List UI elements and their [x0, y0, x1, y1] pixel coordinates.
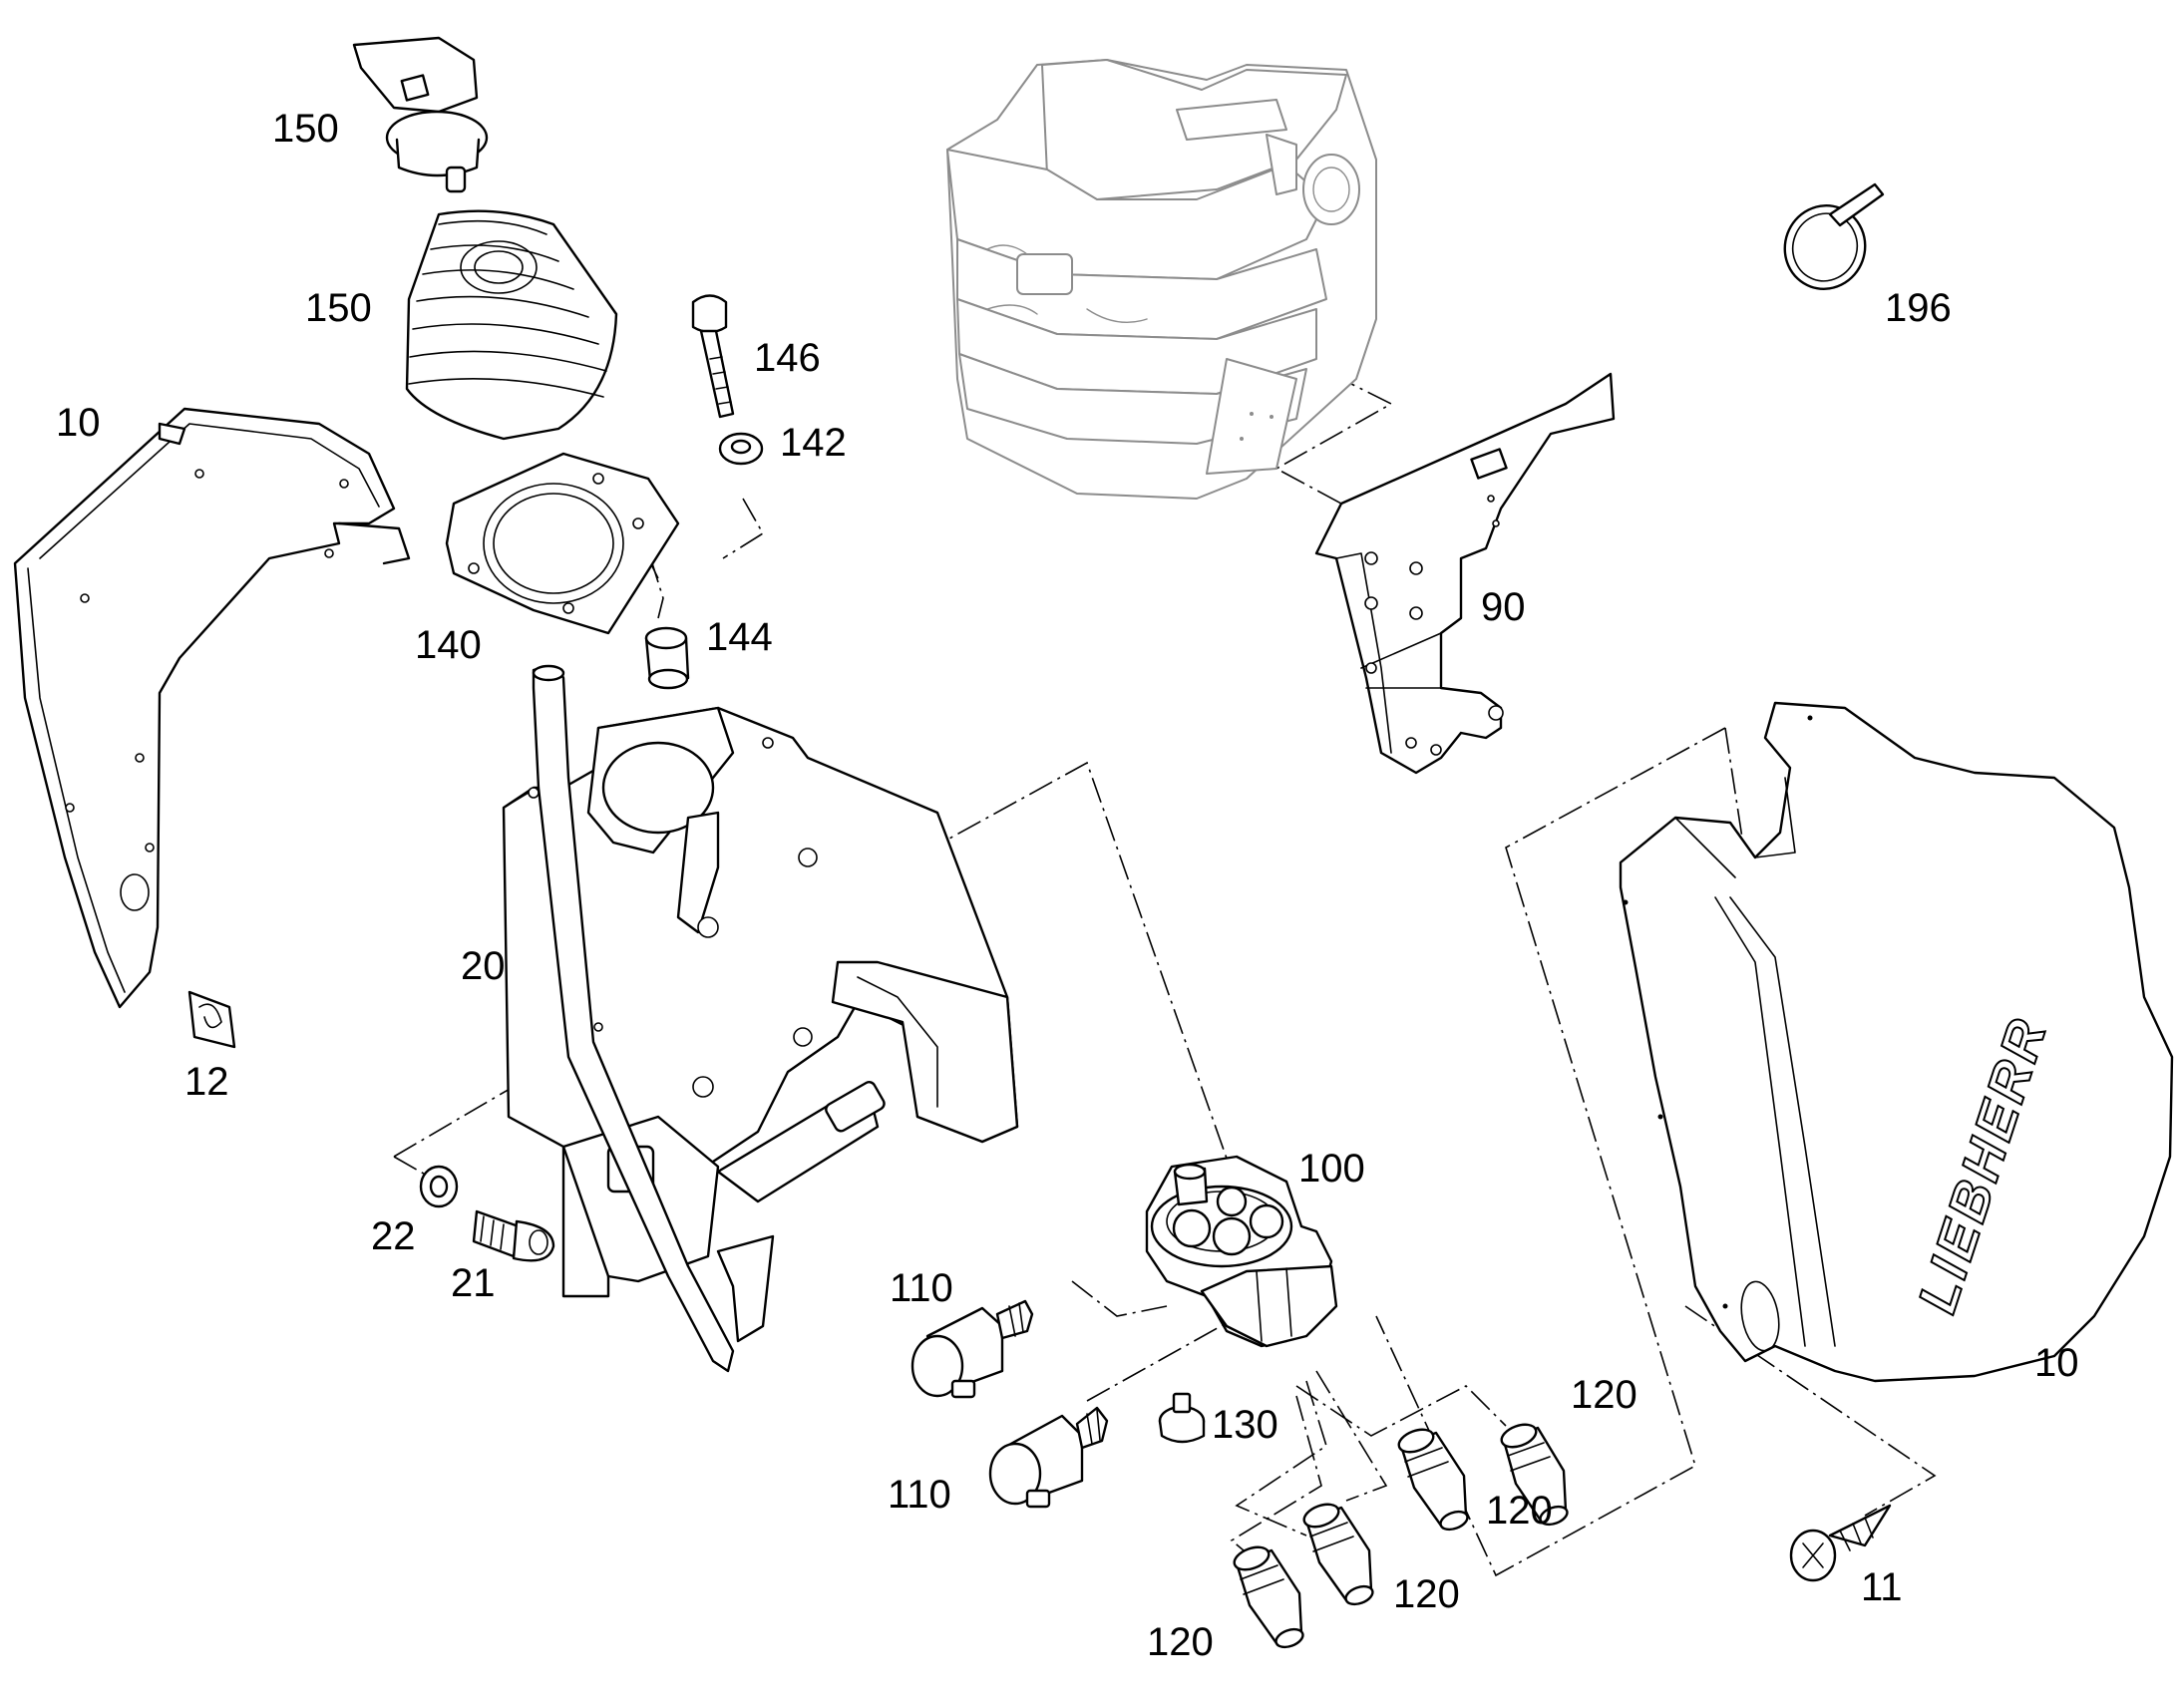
part-20-lever: [532, 664, 735, 1373]
callout-22: 22: [371, 1214, 416, 1258]
callout-labels: 150 150 146 142 140 144 10 12 20 22 21 9…: [56, 107, 2079, 1664]
part-150-boot: [405, 209, 618, 441]
callout-120-c: 120: [1393, 1572, 1460, 1616]
callout-10-left: 10: [56, 401, 101, 445]
part-140-plate: [445, 452, 680, 635]
part-144-spacer: [644, 626, 690, 690]
callout-150-knob: 150: [272, 107, 339, 151]
callout-90: 90: [1481, 585, 1526, 629]
callout-144: 144: [706, 615, 773, 659]
callout-120-b: 120: [1486, 1489, 1553, 1533]
callout-130: 130: [1212, 1403, 1278, 1447]
part-120-port-d: [1233, 1545, 1304, 1649]
part-110-fitting-upper: [910, 1299, 1034, 1399]
callout-12: 12: [184, 1060, 229, 1104]
part-120-port-a: [1500, 1423, 1569, 1527]
callout-110-upper: 110: [890, 1266, 953, 1310]
callout-196: 196: [1885, 286, 1952, 330]
part-150-knob: [352, 36, 489, 193]
part-100-valve: [1145, 1155, 1338, 1348]
callout-120-d: 120: [1147, 1620, 1214, 1664]
part-10-left-cover: [13, 407, 411, 1009]
callout-21: 21: [451, 1261, 496, 1305]
callout-100: 100: [1298, 1147, 1365, 1191]
part-12-clip: [187, 990, 236, 1049]
callout-140: 140: [415, 623, 482, 667]
part-130-plug: [1158, 1392, 1206, 1444]
part-142-washer: [718, 432, 764, 466]
callout-11: 11: [1861, 1565, 1903, 1609]
callout-10-right: 10: [2034, 1341, 2079, 1385]
callout-146: 146: [754, 336, 821, 380]
callout-150-boot: 150: [305, 286, 372, 330]
part-11-screw: [1789, 1504, 1892, 1582]
callout-110-lower: 110: [888, 1473, 951, 1517]
part-146-bolt: [691, 294, 735, 419]
callout-142: 142: [780, 421, 847, 465]
part-196-cable-tie: [1783, 182, 1885, 290]
part-120-port-c: [1302, 1503, 1374, 1606]
part-21-screw: [472, 1209, 555, 1262]
part-110-fitting-lower: [988, 1406, 1109, 1509]
part-10-right-housing: LIEBHERR: [1619, 701, 2174, 1383]
callout-120-a: 120: [1571, 1373, 1637, 1417]
part-120-port-b: [1397, 1428, 1469, 1532]
part-90-bracket: [1314, 372, 1616, 775]
part-22-washer: [419, 1165, 459, 1208]
seat-reference: [946, 59, 1377, 500]
callout-20: 20: [461, 944, 506, 988]
